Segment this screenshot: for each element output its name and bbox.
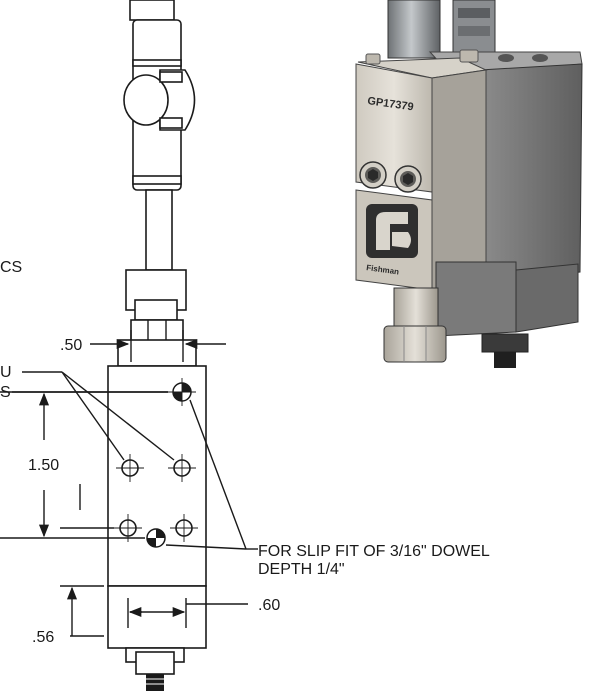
front-nozzle-body <box>393 287 439 329</box>
dim-top-width: .50 <box>60 337 82 354</box>
dim-vertical-spacing: 1.50 <box>28 457 59 474</box>
rear-outlet-tip <box>494 352 516 368</box>
dowel-hole-bottom <box>146 528 166 548</box>
nozzle-nut <box>135 651 175 675</box>
tee-side-port <box>159 69 196 131</box>
rear-housing-side <box>479 63 583 283</box>
edge-text-s: S <box>0 384 11 401</box>
dim-bottom-height: .56 <box>32 629 54 646</box>
cap-screw-right <box>394 165 422 193</box>
note-dowel-depth: DEPTH 1/4" <box>258 561 345 578</box>
drawing-labels: CS U S .50 1.50 .56 .60 FOR SLIP FIT OF … <box>0 259 490 646</box>
front-nozzle-nut <box>383 325 447 363</box>
dimension-lines <box>0 330 258 637</box>
note-dowel-fit: FOR SLIP FIT OF 3/16" DOWEL <box>258 543 490 560</box>
nut-seat <box>117 339 197 367</box>
tee-port-face <box>123 74 169 126</box>
cap-screw-left <box>359 161 387 189</box>
upper-fitting-inner <box>134 299 178 321</box>
tee-collar-lower <box>159 117 183 129</box>
rear-outlet <box>481 333 529 353</box>
hole-centerlines <box>114 378 198 542</box>
tee-collar-upper <box>159 71 183 83</box>
nozzle-block <box>107 585 207 649</box>
body-side-face <box>431 69 487 291</box>
tee-band-bottom <box>132 175 182 185</box>
nozzle-thread <box>146 674 164 691</box>
dim-bottom-width: .60 <box>258 597 280 614</box>
edge-text-cs: CS <box>0 259 22 276</box>
valve-outline-drawing <box>107 0 207 691</box>
lower-housing <box>435 261 517 337</box>
stem-tube <box>145 189 173 271</box>
edge-text-u: U <box>0 364 12 381</box>
air-rod <box>387 0 441 59</box>
tee-band-top <box>132 59 182 67</box>
valve-body-block <box>107 365 207 587</box>
top-tube <box>129 0 175 21</box>
valve-product-photo: GP17379 Fishman <box>355 0 583 368</box>
